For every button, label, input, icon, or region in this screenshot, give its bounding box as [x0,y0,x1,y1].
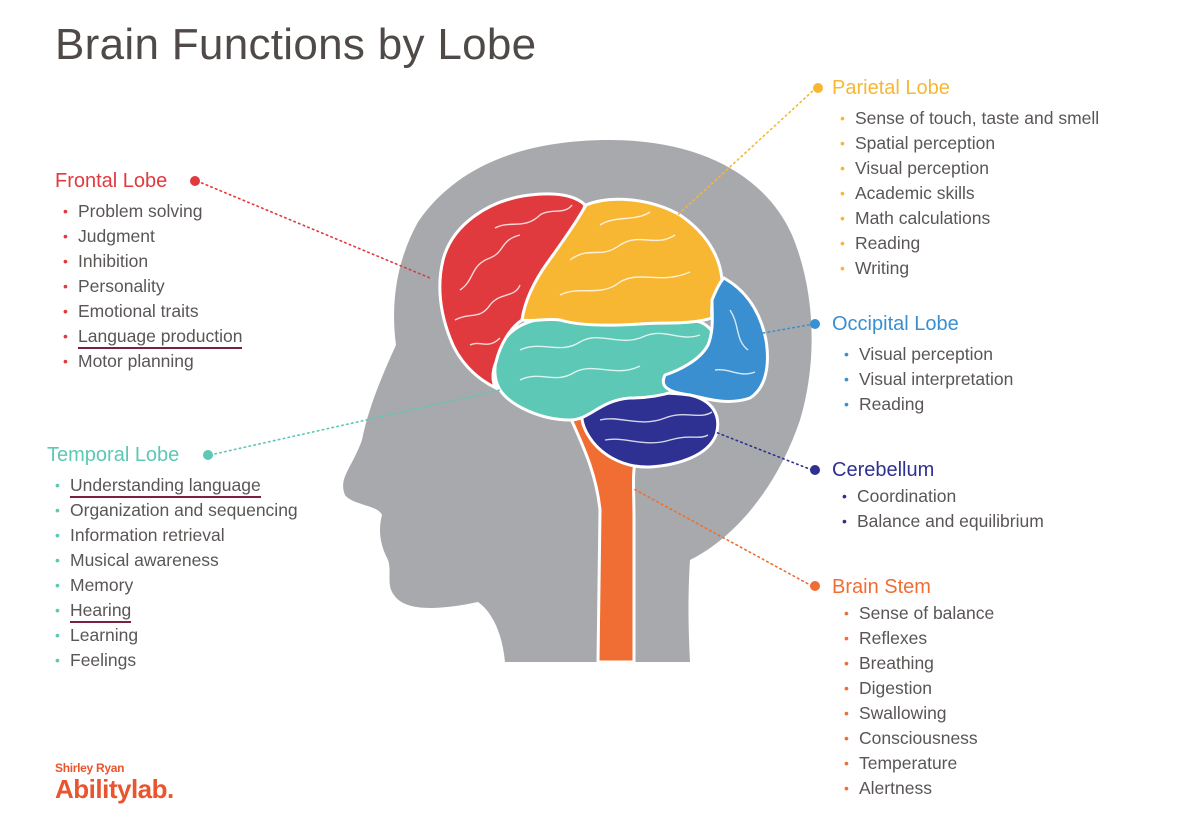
occipital-lobe-shape [661,276,769,403]
occipital-marker [810,319,820,329]
frontal-lobe-heading: Frontal Lobe [55,170,168,192]
list-item: •Judgment [63,226,155,246]
parietal-lobe-heading: Parietal Lobe [832,77,950,99]
brainstem-list: •Sense of balance •Reflexes •Breathing •… [844,601,994,801]
brainstem-block: Brain Stem •Sense of balance •Reflexes •… [832,575,994,801]
list-item: •Emotional traits [63,301,199,321]
frontal-lobe-list: •Problem solving •Judgment •Inhibition •… [63,199,243,374]
list-item: •Academic skills [840,183,975,203]
list-item: •Sense of touch, taste and smell [840,108,1100,128]
list-item: •Temperature [844,753,958,773]
parietal-marker [813,83,823,93]
list-item: •Sense of balance [844,603,995,623]
list-item: •Inhibition [63,251,149,271]
list-item: •Musical awareness [55,550,219,570]
brain-folds [454,204,756,444]
brainstem-leader [631,487,813,587]
list-item: •Visual interpretation [844,369,1014,389]
list-item: •Personality [63,276,165,296]
temporal-lobe-heading: Temporal Lobe [47,444,180,466]
cerebellum-block: Cerebellum •Coordination •Balance and eq… [832,458,1044,534]
list-item: •Visual perception [840,158,989,178]
temporal-lobe-block: Temporal Lobe •Understanding language •O… [47,443,298,673]
list-item: •Understanding language [55,473,298,498]
frontal-marker [190,176,200,186]
parietal-lobe-block: Parietal Lobe •Sense of touch, taste and… [832,76,1099,281]
brainstem-heading: Brain Stem [832,576,931,598]
list-item: •Feelings [55,650,137,670]
cerebellum-heading: Cerebellum [832,459,935,481]
list-item: •Consciousness [844,728,978,748]
list-item: •Motor planning [63,351,194,371]
parietal-lobe-list: •Sense of touch, taste and smell •Spatia… [840,106,1099,281]
list-item: •Organization and sequencing [55,500,298,520]
list-item: •Digestion [844,678,932,698]
brainstem-marker [810,581,820,591]
list-item: •Alertness [844,778,932,798]
list-item: •Swallowing [844,703,947,723]
occipital-lobe-heading: Occipital Lobe [832,313,959,335]
parietal-leader [669,87,817,223]
abilitylab-logo: Shirley Ryan Abilitylab. [55,761,174,804]
list-item: •Breathing [844,653,934,673]
list-item: •Math calculations [840,208,991,228]
list-item: •Reading [844,394,925,414]
list-item: •Visual perception [844,344,993,364]
logo-line-2: Abilitylab. [55,774,174,804]
list-item: •Memory [55,575,134,595]
cerebellum-leader [704,427,813,471]
list-item: •Reflexes [844,628,928,648]
temporal-leader [209,389,501,456]
list-item: •Balance and equilibrium [842,511,1044,531]
leader-lines [196,87,817,587]
list-item: •Learning [55,625,139,645]
temporal-marker [203,450,213,460]
temporal-lobe-list: •Understanding language •Organization an… [55,473,298,673]
list-item: •Language production [63,324,243,349]
page-title: Brain Functions by Lobe [55,20,537,69]
cerebellum-list: •Coordination •Balance and equilibrium [842,484,1044,534]
cerebellum-marker [810,465,820,475]
list-item: •Writing [840,258,910,278]
list-item: •Problem solving [63,201,203,221]
list-item: •Spatial perception [840,133,996,153]
list-item: •Reading [840,233,921,253]
list-item: •Coordination [842,486,957,506]
occipital-lobe-list: •Visual perception •Visual interpretatio… [844,342,1013,417]
list-item: •Information retrieval [55,525,225,545]
occipital-lobe-block: Occipital Lobe •Visual perception •Visua… [832,312,1013,417]
list-item: •Hearing [55,598,298,623]
occipital-leader [751,323,815,336]
frontal-leader [196,180,431,279]
logo-line-1: Shirley Ryan [55,761,125,775]
frontal-lobe-block: Frontal Lobe •Problem solving •Judgment … [55,169,243,374]
